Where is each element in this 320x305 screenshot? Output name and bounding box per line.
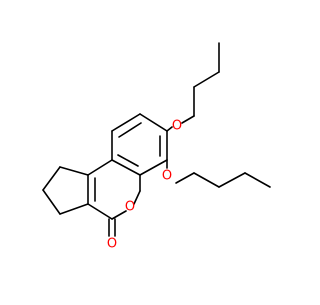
bond-c4a-c4	[87, 159, 113, 176]
atom-labels: O O O O	[107, 119, 182, 252]
bond-lower-chain-2	[218, 172, 246, 188]
bond-lines	[42, 42, 271, 237]
bond-cp-3	[42, 189, 61, 215]
bond-upper-oxygen-ch2	[181, 115, 195, 124]
bond-cp-1	[59, 166, 89, 176]
bond-ring-top-left	[111, 113, 141, 132]
bond-c7-upper-oxygen	[166, 126, 173, 132]
bond-cp-4	[59, 203, 89, 215]
lower-ether-oxygen-label: O	[162, 169, 172, 184]
molecule-structure: O O O O	[42, 42, 271, 252]
bond-lower-chain-3	[244, 172, 271, 188]
bond-ring-top-right	[139, 113, 168, 132]
bond-cp-2	[42, 166, 61, 191]
bond-ring-inner-double-3	[117, 154, 139, 167]
upper-ether-oxygen-label: O	[172, 119, 182, 134]
bond-ring-bottom-left	[111, 159, 141, 176]
bond-c3-c2	[87, 203, 113, 220]
structure-canvas: O O O O	[42, 42, 271, 252]
carbonyl-oxygen-label: O	[107, 237, 117, 252]
bond-ring-inner-double-1	[118, 122, 142, 138]
bond-c2-ring-oxygen	[111, 210, 127, 220]
ring-oxygen-label: O	[125, 200, 135, 215]
bond-lower-chain-1	[193, 172, 220, 188]
bond-upper-chain-2	[193, 71, 220, 88]
bond-ring-oxygen-c8a	[133, 190, 141, 205]
bond-lower-oxygen-ch2	[175, 172, 195, 184]
bond-ring-bottom-right	[139, 159, 168, 176]
